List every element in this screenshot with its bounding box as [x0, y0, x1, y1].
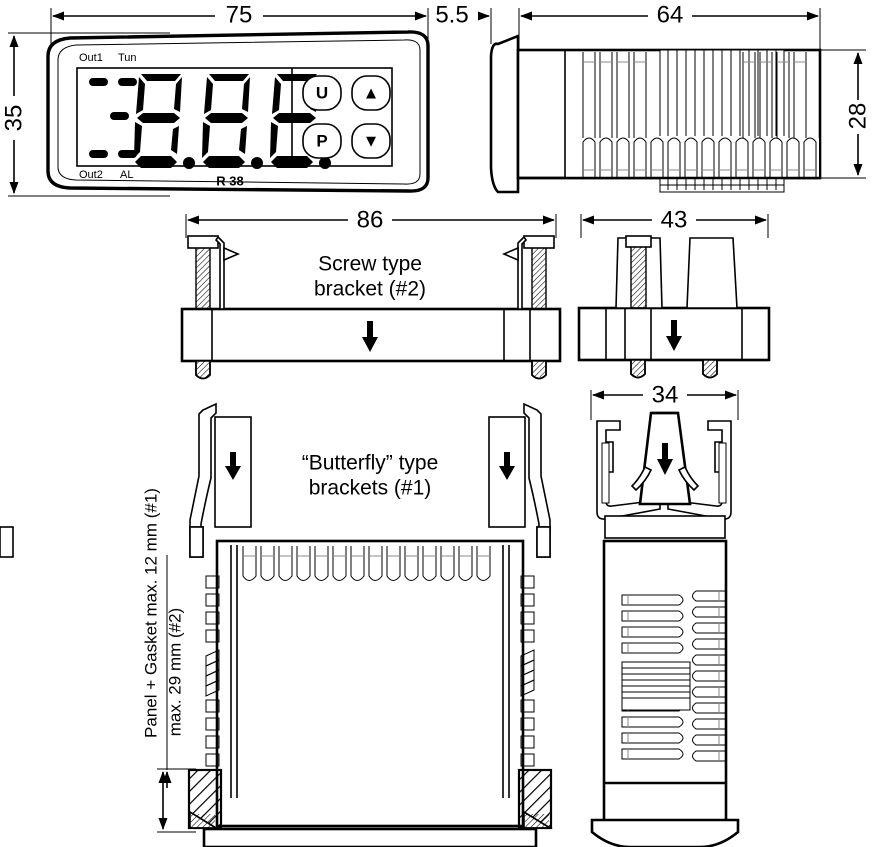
assembly-panel-left	[187, 768, 223, 830]
assembly-left-terminals	[205, 575, 220, 767]
screw-bracket-direction-arrow	[362, 321, 378, 352]
model-label: R 38	[216, 173, 243, 188]
assembly-panel-right	[517, 768, 553, 830]
butterfly-bracket-right	[0, 402, 551, 558]
key-up-label: ▲	[363, 83, 380, 102]
indicator-label-tun: Tun	[118, 52, 137, 64]
dim-label-side-height: 28	[844, 103, 871, 130]
dim-side-body-depth: 64	[518, 1, 821, 56]
indicator-label-out1: Out1	[79, 52, 103, 64]
side-vents-bottom	[518, 137, 820, 180]
screw-bracket-label-line2: bracket (#2)	[314, 278, 426, 301]
front-indicator-leds	[89, 78, 137, 158]
assembly-view-side	[590, 539, 740, 847]
dim-label-screw-bracket-side-width: 43	[661, 206, 688, 233]
front-keypad: U ▲ P ▼	[302, 75, 391, 159]
dim-label-screw-bracket-width: 86	[357, 206, 384, 233]
front-display-digits	[134, 74, 331, 169]
panel-note-2: max. 29 mm (#2)	[165, 608, 184, 736]
dim-front-width: 75	[50, 1, 429, 100]
dim-front-height: 35	[0, 32, 170, 197]
dim-label-front-width: 75	[226, 1, 253, 28]
dim-screw-bracket-side-width: 43	[580, 206, 769, 238]
panel-note-1: Panel + Gasket max. 12 mm (#1)	[141, 488, 160, 738]
key-u-label: U	[316, 83, 328, 102]
indicator-label-out2: Out2	[79, 169, 103, 181]
dim-side-height: 28	[820, 49, 872, 179]
screw-bracket-label-line1: Screw type	[318, 253, 422, 276]
butterfly-left-direction-arrow	[225, 452, 241, 480]
butterfly-side-direction-arrow	[657, 443, 673, 475]
dim-label-bezel-depth: 5.5	[435, 1, 468, 28]
screw-bracket-side	[577, 235, 771, 379]
indicator-label-al: AL	[120, 169, 133, 181]
butterfly-right-direction-arrow	[499, 452, 515, 480]
dim-label-body-depth: 64	[657, 1, 684, 28]
butterfly-label-line2: brackets (#1)	[309, 477, 432, 500]
assembly-side-fins	[621, 661, 691, 711]
key-p-label: P	[316, 131, 327, 150]
dim-label-front-height: 35	[0, 105, 27, 132]
butterfly-bracket-side	[596, 411, 732, 539]
assembly-right-terminals	[520, 575, 535, 767]
screw-bracket-front	[180, 235, 562, 380]
screw-bracket-side-direction-arrow	[666, 320, 682, 351]
dim-butterfly-side-width: 34	[590, 381, 739, 420]
butterfly-label-line1: “Butterfly” type	[302, 452, 439, 475]
assembly-view-front	[187, 526, 553, 847]
key-down-label: ▼	[363, 131, 380, 150]
dim-screw-bracket-width: 86	[185, 206, 557, 238]
dim-side-bezel-depth: 5.5	[435, 1, 492, 44]
dim-label-butterfly-side-width: 34	[652, 381, 679, 408]
